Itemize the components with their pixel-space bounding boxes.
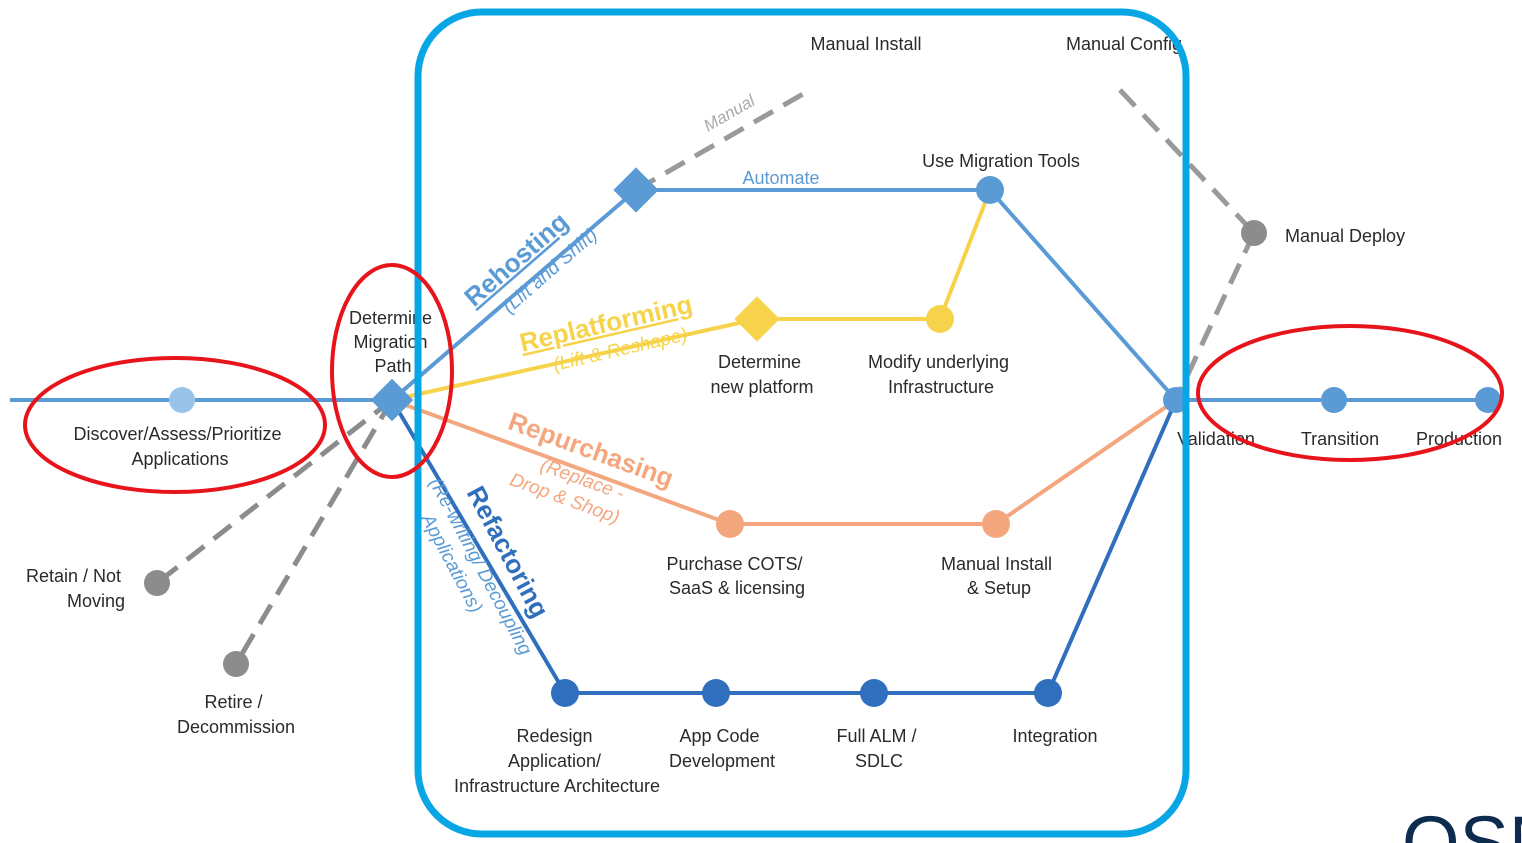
retain-node	[144, 570, 170, 596]
manual-install-setup-label: Manual Install & Setup	[941, 554, 1057, 598]
use-migration-tools-label: Use Migration Tools	[922, 151, 1080, 171]
repurchasing-line	[391, 398, 1178, 526]
manual-branch-label: Manual	[700, 90, 759, 135]
discover-label: Discover/Assess/Prioritize Applications	[73, 424, 286, 469]
purchase-cots-label: Purchase COTS/ SaaS & licensing	[666, 554, 807, 598]
validation-label: Validation	[1177, 429, 1255, 449]
determine-path-label: Determine Migration Path	[349, 308, 437, 376]
purchase-cots-node	[716, 510, 744, 538]
redesign-label: Redesign Application/ Infrastructure Arc…	[454, 726, 660, 796]
determine-new-platform-label: Determine new platform	[710, 352, 813, 397]
integration-label: Integration	[1012, 726, 1097, 746]
rehosting-line-c	[988, 188, 1178, 402]
replatforming-diamond	[734, 296, 780, 342]
replatforming-line	[391, 189, 992, 402]
production-node	[1475, 387, 1501, 413]
refactoring-line	[390, 398, 1178, 695]
transition-node	[1321, 387, 1347, 413]
discover-node	[169, 387, 195, 413]
migration-tools-node	[976, 176, 1004, 204]
highlight-ellipse-determine-path	[330, 263, 454, 479]
transition-label: Transition	[1301, 429, 1379, 449]
manual-install-top-label: Manual Install	[810, 34, 921, 54]
retire-label: Retire / Decommission	[177, 692, 295, 737]
modify-infrastructure-label: Modify underlying Infrastructure	[868, 352, 1014, 397]
retain-label: Retain / Not Moving	[26, 566, 126, 611]
manual-install-setup-node	[982, 510, 1010, 538]
rehosting-line-a	[390, 188, 638, 402]
app-code-label: App Code Development	[669, 726, 775, 771]
redesign-node	[551, 679, 579, 707]
manual-deploy-label: Manual Deploy	[1285, 226, 1405, 246]
osm-logo: OSM	[1402, 801, 1522, 843]
integration-node	[1034, 679, 1062, 707]
app-code-node	[702, 679, 730, 707]
automate-branch-label: Automate	[742, 168, 819, 188]
full-alm-label: Full ALM / SDLC	[836, 726, 921, 771]
rehosting-diamond	[613, 167, 659, 213]
highlight-ellipse-discover	[23, 356, 327, 494]
determine-path-diamond	[370, 378, 414, 422]
highlight-ellipse-validation-production	[1196, 324, 1504, 462]
manual-config-label: Manual Config	[1066, 34, 1182, 54]
modify-infra-node	[926, 305, 954, 333]
full-alm-node	[860, 679, 888, 707]
retire-node	[223, 651, 249, 677]
highlight-box-migration-paths	[414, 8, 1190, 838]
retain-dashed-line	[155, 398, 394, 585]
retire-dashed-line	[233, 398, 395, 666]
manual-deploy-node	[1241, 220, 1267, 246]
